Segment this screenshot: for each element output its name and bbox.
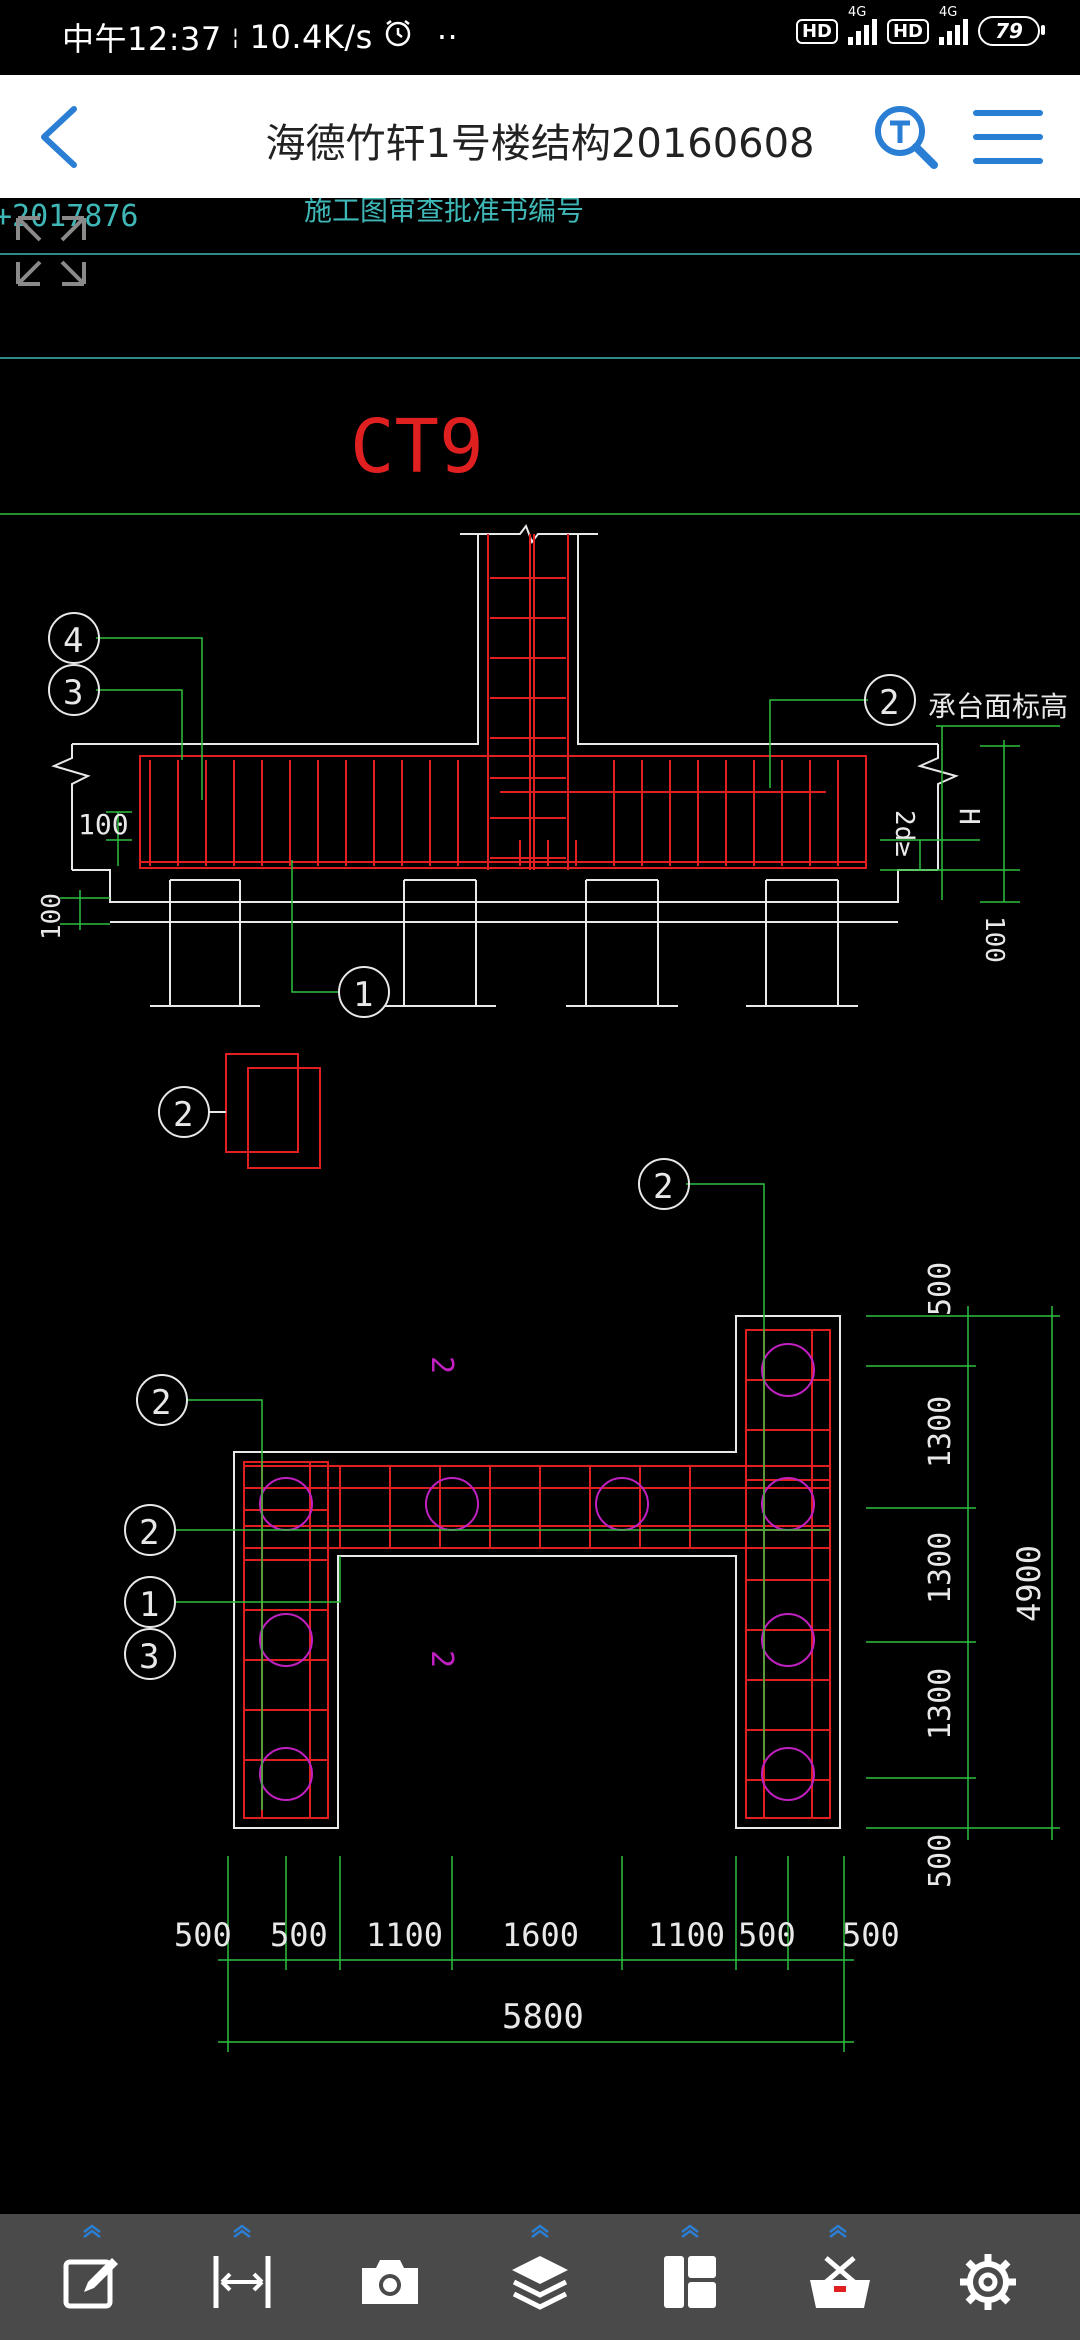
measure-icon: [213, 2256, 271, 2308]
layers-tool-button[interactable]: [490, 2220, 590, 2336]
text-search-button[interactable]: [870, 101, 942, 173]
measure-tool-button[interactable]: [192, 2220, 292, 2336]
bottom-dim-3: 1100: [366, 1916, 443, 1954]
status-time: 中午12:37: [62, 20, 222, 58]
expand-caret-icon: [83, 2224, 101, 2238]
status-net-speed: 10.4K/s: [249, 18, 373, 56]
layout-tool-button[interactable]: [640, 2220, 740, 2336]
edit-tool-button[interactable]: [42, 2220, 142, 2336]
dim-100-c: 100: [979, 916, 1009, 963]
right-dim-1: 500: [923, 1262, 958, 1316]
status-divider: ¦: [231, 24, 240, 50]
right-dim-2: 1300: [923, 1396, 958, 1468]
rebar-detail: [208, 1053, 321, 1169]
dim-100-b: 100: [37, 893, 67, 940]
hd-badge-2: HD: [886, 18, 929, 44]
callout-2-plan-top: 2: [653, 1167, 673, 1207]
plan-view: [176, 1183, 1060, 2052]
right-dim-total: 4900: [1010, 1545, 1048, 1622]
status-bar: 中午12:37 ¦ 10.4K/s ·· HD 4G HD 4G 79: [0, 0, 1080, 75]
layout-icon: [664, 2256, 716, 2308]
battery-level: 79: [995, 19, 1023, 43]
expand-caret-icon: [829, 2224, 847, 2238]
expand-caret-icon: [233, 2224, 251, 2238]
camera-tool-button[interactable]: [340, 2220, 440, 2336]
bottom-dim-2: 500: [270, 1916, 328, 1954]
callout-1-plan: 1: [139, 1585, 159, 1625]
right-dim-3: 1300: [923, 1532, 958, 1604]
dim-H: H: [953, 808, 986, 825]
bottom-dim-total: 5800: [502, 1997, 584, 2037]
right-dim-4: 1300: [923, 1668, 958, 1740]
bottom-dim-1: 500: [174, 1916, 232, 1954]
callout-2-section: 2: [879, 683, 899, 723]
menu-button[interactable]: [972, 105, 1044, 169]
fit-screen-icon[interactable]: [16, 216, 86, 286]
top-note: 施工图审查批准书编号: [304, 198, 584, 227]
hamburger-menu-icon: [973, 110, 1043, 164]
callout-3: 3: [63, 673, 83, 713]
expand-caret-icon: [681, 2224, 699, 2238]
back-button[interactable]: [30, 99, 100, 175]
cut-mark-a: 2: [424, 1356, 459, 1374]
back-chevron-icon: [41, 106, 77, 168]
callout-2-detail: 2: [173, 1095, 193, 1135]
bottom-dim-6: 500: [738, 1916, 796, 1954]
hd-badge-1: HD: [795, 18, 838, 44]
signal-icon-1: 4G: [847, 5, 877, 45]
net-type-1: 4G: [847, 5, 867, 20]
alarm-icon: [383, 18, 413, 56]
camera-icon: [362, 2260, 418, 2304]
signal-icon-2: 4G: [939, 5, 968, 45]
section-view: [51, 523, 1060, 1007]
callout-2-plan-b: 2: [139, 1513, 159, 1553]
text-search-icon: [875, 106, 938, 169]
battery-icon: 79: [978, 16, 1045, 46]
app-header: 海德竹轩1号楼结构20160608: [0, 75, 1080, 198]
label-ct9: CT9: [350, 404, 484, 490]
toolbox-icon: [810, 2256, 870, 2308]
status-dots: ··: [436, 18, 459, 56]
right-dim-5: 500: [923, 1834, 958, 1888]
callout-1-section: 1: [353, 975, 373, 1015]
settings-gear-icon: [960, 2254, 1016, 2310]
bottom-dim-7: 500: [842, 1916, 900, 1954]
edit-icon: [63, 2258, 118, 2309]
document-title: 海德竹轩1号楼结构20160608: [265, 121, 815, 167]
layers-icon: [512, 2256, 568, 2310]
callout-3-plan: 3: [139, 1637, 159, 1677]
bottom-dim-4: 1600: [502, 1916, 579, 1954]
settings-tool-button[interactable]: [938, 2220, 1038, 2336]
callout-2-plan-a: 2: [151, 1383, 171, 1423]
cad-drawing-canvas[interactable]: +2017876 施工图审查批准书编号 CT9: [0, 198, 1080, 2214]
callout-4: 4: [63, 621, 83, 661]
expand-caret-icon: [531, 2224, 549, 2238]
label-cheng-tai-biao-gao: 承台面标高: [928, 690, 1068, 723]
cut-mark-b: 2: [424, 1650, 459, 1668]
dim-2d: 2d≥: [889, 810, 919, 857]
toolbox-tool-button[interactable]: [788, 2220, 888, 2336]
net-type-2: 4G: [939, 5, 958, 20]
bottom-toolbar: [0, 2214, 1080, 2340]
bottom-dim-5: 1100: [648, 1916, 725, 1954]
dim-100-a: 100: [78, 808, 129, 841]
